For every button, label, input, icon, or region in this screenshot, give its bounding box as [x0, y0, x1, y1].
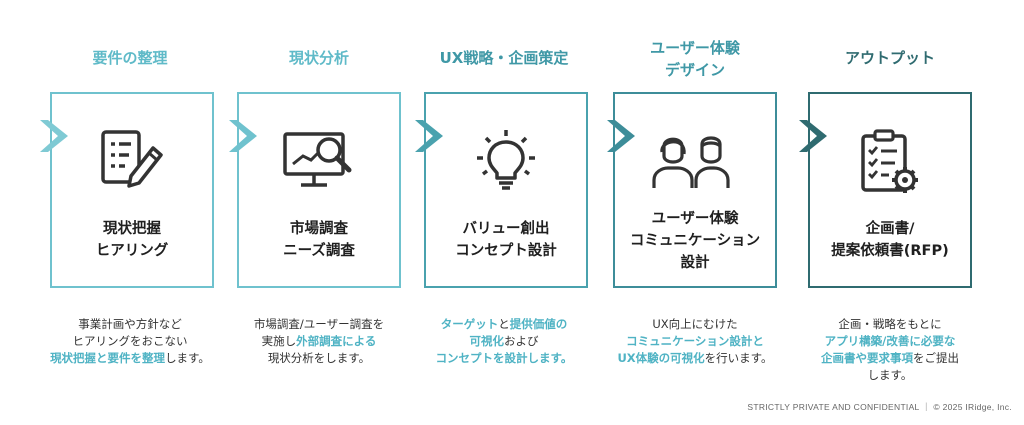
description-text: 事業計画や方針など	[78, 317, 182, 331]
highlight-text: UX体験の可視化	[617, 351, 705, 365]
step-label-line: ユーザー体験	[651, 211, 739, 227]
description-line: ターゲットと提供価値の	[412, 316, 596, 333]
description-line: 事業計画や方針など	[38, 316, 222, 333]
step-label-line: 設計	[680, 255, 710, 271]
description-line: アプリ構築/改善に必要な	[798, 333, 982, 350]
users-icon	[652, 128, 738, 198]
step-label: 企画書/ 提案依頼書(RFP)	[810, 218, 970, 262]
step-box: 現状把握 ヒアリング	[50, 92, 214, 288]
description-line: 現状分析をします。	[227, 350, 411, 367]
step-label: 市場調査 ニーズ調査	[239, 218, 399, 262]
step-heading-line: ユーザー体験	[650, 39, 740, 57]
description-text: 市場調査/ユーザー調査を	[253, 317, 385, 331]
description-line: 実施し外部調査による	[227, 333, 411, 350]
description-line: します。	[798, 367, 982, 384]
step-label-line: バリュー創出	[462, 221, 550, 237]
description-text: 現状分析をします。	[267, 351, 371, 365]
description-text: と	[498, 317, 510, 331]
confidential-footer: STRICTLY PRIVATE AND CONFIDENTIAL ｜ © 20…	[747, 402, 1012, 412]
step-description: 企画・戦略をもとにアプリ構築/改善に必要な企画書や要求事項をご提出します。	[798, 316, 982, 384]
clipboard-checklist-icon	[855, 128, 925, 202]
chevron-right-icon	[40, 118, 70, 158]
highlight-text: 現状把握と要件を整理	[50, 351, 166, 365]
description-line: UX体験の可視化を行います。	[603, 350, 787, 367]
highlight-text: ターゲット	[440, 317, 499, 331]
description-line: コミュニケーション設計と	[603, 333, 787, 350]
step-label-line: 提案依頼書(RFP)	[831, 243, 949, 259]
chevron-right-icon	[607, 118, 637, 158]
step-label: 現状把握 ヒアリング	[52, 218, 212, 262]
description-line: 現状把握と要件を整理します。	[38, 350, 222, 367]
description-text: をご提出	[913, 351, 959, 365]
step-box: 市場調査 ニーズ調査	[237, 92, 401, 288]
highlight-text: 企画書や要求事項	[821, 351, 913, 365]
step-label-line: コミュニケーション	[629, 233, 761, 249]
lightbulb-icon	[471, 128, 541, 198]
description-line: 市場調査/ユーザー調査を	[227, 316, 411, 333]
chevron-right-icon	[229, 118, 259, 158]
description-text: および	[504, 334, 539, 348]
step-description: ターゲットと提供価値の可視化およびコンセプトを設計します。	[412, 316, 596, 367]
step-label-line: ニーズ調査	[283, 243, 355, 259]
step-heading-line: 要件の整理	[92, 49, 168, 67]
monitor-search-icon	[281, 128, 357, 198]
chevron-right-icon	[799, 118, 829, 158]
step-label-line: 市場調査	[290, 221, 348, 237]
step-description: UX向上にむけたコミュニケーション設計と UX体験の可視化を行います。	[603, 316, 787, 367]
description-text: 実施し	[261, 334, 297, 348]
highlight-text: コミュニケーション設計と	[626, 334, 764, 348]
description-line: ヒアリングをおこない	[38, 333, 222, 350]
step-heading-line: アウトプット	[844, 49, 935, 67]
step-label-line: 現状把握	[103, 221, 161, 237]
step-label: ユーザー体験 コミュニケーション 設計	[615, 208, 775, 274]
description-text: 企画・戦略をもとに	[838, 317, 942, 331]
step-box: 企画書/ 提案依頼書(RFP)	[808, 92, 972, 288]
highlight-text: アプリ構築/改善に必要な	[824, 334, 956, 348]
highlight-text: コンセプトを設計します。	[435, 351, 573, 365]
description-text: を行います。	[704, 351, 773, 365]
document-pencil-icon	[97, 128, 167, 198]
highlight-text: 外部調査による	[296, 334, 377, 348]
step-heading-line: 現状分析	[288, 49, 349, 67]
description-text: します。	[165, 351, 210, 365]
highlight-text: 提供価値の	[509, 317, 568, 331]
step-label-line: コンセプト設計	[455, 243, 557, 259]
description-line: 可視化および	[412, 333, 596, 350]
step-label-line: 企画書/	[865, 221, 915, 237]
step-label-line: ヒアリング	[95, 243, 169, 259]
description-line: UX向上にむけた	[603, 316, 787, 333]
highlight-text: 可視化	[469, 334, 505, 348]
description-line: 企画・戦略をもとに	[798, 316, 982, 333]
step-heading-line: UX戦略・企画策定	[439, 49, 569, 67]
step-box: ユーザー体験 コミュニケーション 設計	[613, 92, 777, 288]
description-text: します。	[867, 368, 913, 382]
step-heading-line: デザイン	[664, 61, 725, 79]
description-line: コンセプトを設計します。	[412, 350, 596, 367]
step-box: バリュー創出 コンセプト設計	[424, 92, 588, 288]
step-heading: 現状分析	[235, 47, 403, 69]
step-heading: 要件の整理	[46, 47, 214, 69]
chevron-right-icon	[415, 118, 445, 158]
step-heading: アウトプット	[806, 47, 974, 69]
step-heading: ユーザー体験 デザイン	[611, 37, 779, 81]
step-label: バリュー創出 コンセプト設計	[426, 218, 586, 262]
description-text: UX向上にむけた	[652, 317, 738, 331]
step-heading: UX戦略・企画策定	[420, 47, 588, 69]
step-description: 事業計画や方針などヒアリングをおこない現状把握と要件を整理します。	[38, 316, 222, 367]
step-description: 市場調査/ユーザー調査を実施し外部調査による現状分析をします。	[227, 316, 411, 367]
description-text: ヒアリングをおこない	[72, 334, 188, 348]
description-line: 企画書や要求事項をご提出	[798, 350, 982, 367]
